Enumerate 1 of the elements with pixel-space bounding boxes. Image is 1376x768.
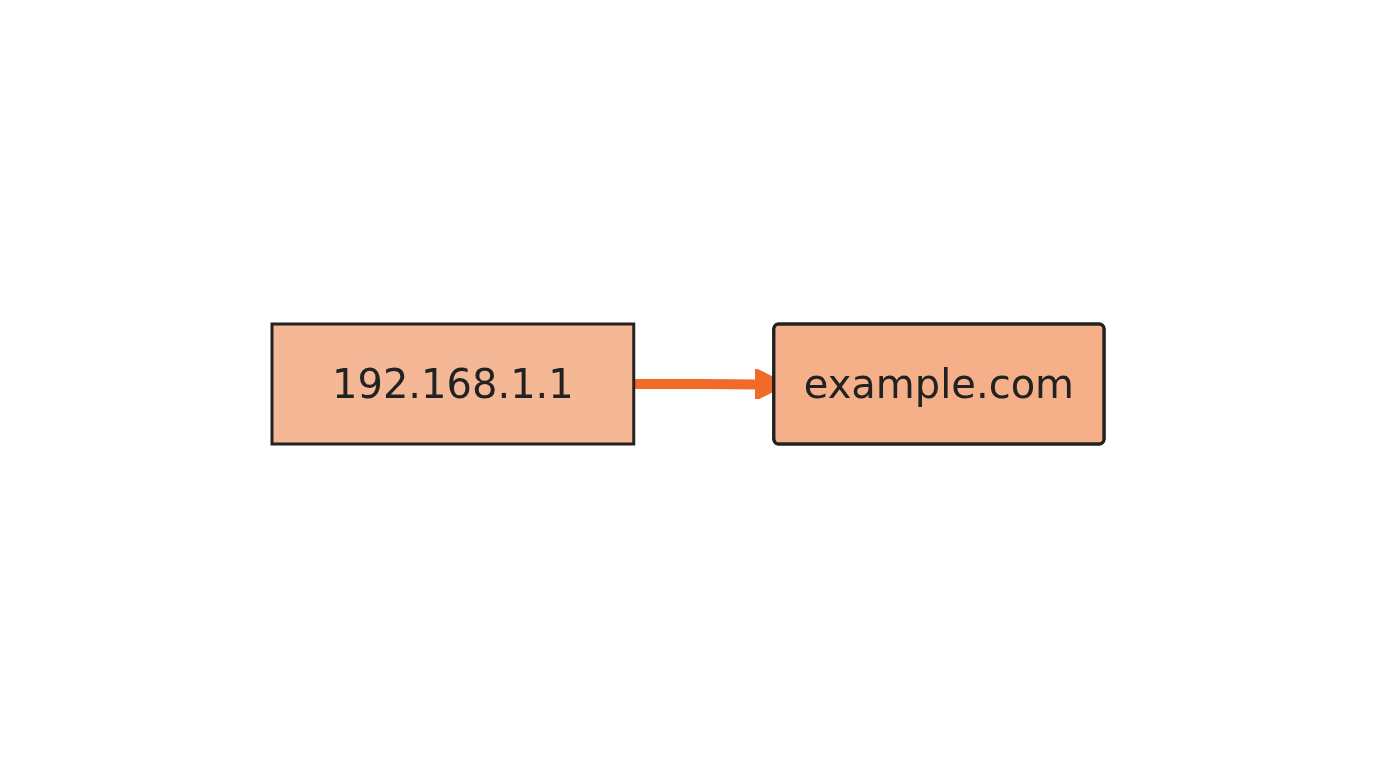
node-box: 192.168.1.1: [270, 322, 636, 446]
